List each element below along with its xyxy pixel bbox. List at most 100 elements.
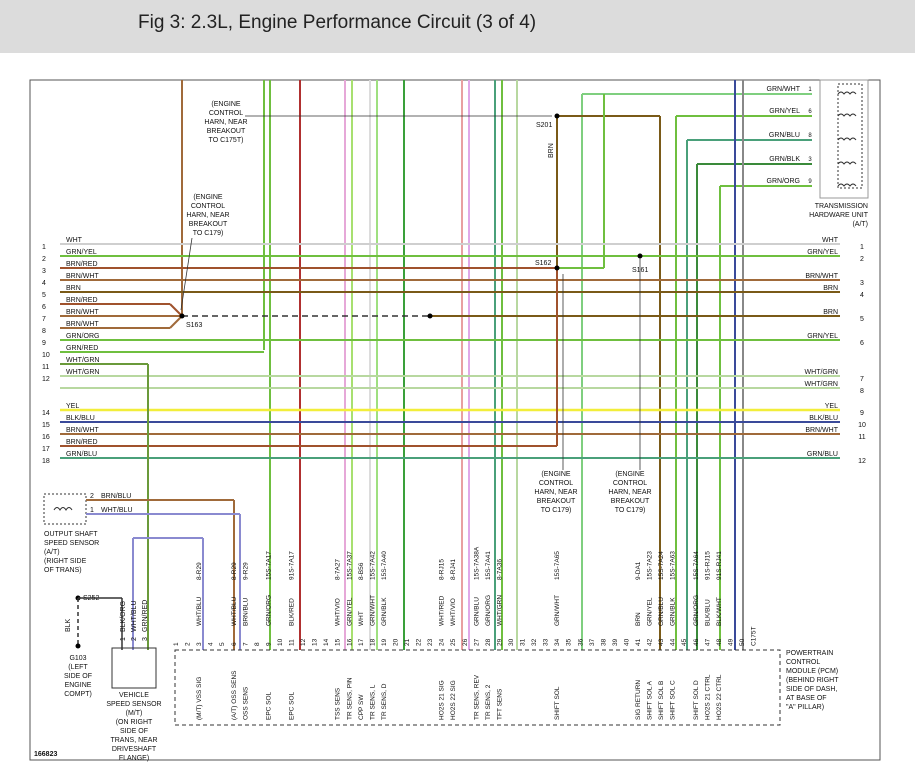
pcm-pin-number: 40 [624,638,631,646]
pcm-wire-color: GRN/YEL [647,597,654,626]
pcm-circuit-id: 15S-7A64 [693,551,700,580]
pcm-pin-number: 18 [369,638,376,646]
pcm-pin-number: 8 [254,642,261,646]
trans-pin-label: GRN/WHT [767,86,801,93]
oss-pin: 1 [90,507,94,514]
vss-pin: 2 [131,637,138,641]
left-row-num: 8 [42,328,46,335]
note-line: (ENGINE [541,471,571,478]
left-row-num: 10 [42,352,50,359]
pcm-pin-function: OSS SENS [242,686,249,720]
right-row-label: WHT/GRN [805,369,838,376]
solenoid-coil-icon [837,137,857,141]
left-row-label: GRN/ORG [66,333,99,340]
oss-wire: BRN/BLU [101,493,131,500]
left-row-label: BRN/RED [66,439,98,446]
right-row-num: 3 [860,280,864,287]
right-row-label: BRN/WHT [805,273,838,280]
harness-notes: (ENGINE CONTROL HARN, NEAR BREAKOUT TO C… [180,101,652,514]
solenoid-coil-icon [837,91,857,95]
trans-pin-label: GRN/BLK [769,156,800,163]
pcm-pin-number: 6 [231,642,238,646]
pcm-label: POWERTRAIN [786,650,833,657]
left-row-num: 11 [42,364,49,371]
pcm-pin-number: 38 [600,638,607,646]
left-row-label: GRN/RED [66,345,98,352]
splice-dot [179,313,185,319]
right-row-num: 6 [860,340,864,347]
ground-label: ENGINE [65,682,92,689]
wiring-diagram: 1 WHT 2 GRN/YEL 3 BRN/RED 4 BRN/WHT 5 BR… [29,79,881,762]
pcm-wire-color: GRN/BLK [670,597,677,626]
right-row-label: BLK/BLU [809,415,838,422]
pcm-pin-number: 45 [681,638,688,646]
ground-label: G103 [69,655,86,662]
pcm-pin-number: 36 [577,638,584,646]
right-row-label: YEL [825,403,838,410]
vss-label: TRANS, NEAR [110,737,157,744]
pcm-wire-color: BRN/BLU [242,598,249,626]
trans-pin-num: 8 [808,133,812,139]
pcm-wire-color: GRN/BLK [381,597,388,626]
pcm-pin-function: TR SENS, PIN [346,677,353,720]
trans-pin-num: 6 [808,109,812,115]
pcm-circuit-id: 91S-RJ15 [704,551,711,580]
pcm-circuit-id: 15S-7A38A [473,546,480,580]
left-row-num: 3 [42,268,46,275]
pcm-pin-number: 26 [462,638,469,646]
pcm-pin-function: TR SENS, D [381,683,388,720]
pcm-wire-color: WHT/GRN [496,595,503,626]
pcm-wire-color: WHT/RED [439,595,446,626]
left-row-num: 18 [42,458,50,465]
right-row-num: 4 [860,292,864,299]
left-row-num: 4 [42,280,46,287]
pcm-pin-function: SHIFT SOL C [670,680,677,720]
trans-unit-label: (A/T) [852,221,868,228]
pcm-pin-number: 27 [473,638,480,646]
pcm-wire-color: WHT/BLU [231,596,238,626]
pcm-label: SIDE OF DASH, [786,686,837,693]
pcm-pin-number: 42 [647,638,654,646]
pcm-circuit-id: 9-DA1 [635,561,642,580]
right-row-num: 5 [860,316,864,323]
pcm-pin-number: 17 [358,638,365,646]
pcm-pin-number: 5 [219,642,226,646]
left-row-label: BRN/WHT [66,273,99,280]
note-line: TO C179) [193,230,224,237]
pcm-pin-number: 2 [185,642,192,646]
pcm-pin-number: C175T [751,626,758,646]
right-row-label: GRN/YEL [807,333,838,340]
right-row-label: GRN/YEL [807,249,838,256]
note-line: TO C179) [541,507,572,514]
pcm-wire-color: GRN/WHT [369,595,376,626]
note-line: CONTROL [539,480,573,487]
left-row-num: 9 [42,340,46,347]
pcm-pin-number: 28 [485,638,492,646]
harness-rows [60,243,840,650]
vss-label: (M/T) [126,710,143,717]
pcm-pin-number: 20 [393,638,400,646]
vss-wire: BLK/ORG [120,601,127,632]
splice-label: S163 [186,322,202,329]
pcm-pin-number: 13 [312,638,319,646]
left-row-num: 16 [42,434,50,441]
vss-label: DRIVESHAFT [112,746,157,753]
left-row-label: YEL [66,403,79,410]
pcm-pin-number: 46 [693,638,700,646]
pcm-pin-function: CPP SW [358,694,365,720]
left-row-label: BLK/BLU [66,415,95,422]
trans-unit-label: HARDWARE UNIT [809,212,869,219]
pcm-circuit-id: 15S-7A65 [554,551,561,580]
vertical-wires [181,80,812,650]
oss-wire: WHT/BLU [101,507,133,514]
trans-pin-num: 1 [808,87,812,93]
vss-label: SPEED SENSOR [106,701,161,708]
pcm-pin-number: 41 [635,638,642,646]
pcm-wire-color: GRN/BLU [473,597,480,626]
pcm-circuit-id: 8-B56 [358,562,365,580]
pcm-pin-function: TR SENS, REV [473,674,480,720]
right-row-label: BRN [823,285,838,292]
splice-dot [637,253,643,259]
ground-point-icon [75,643,81,649]
